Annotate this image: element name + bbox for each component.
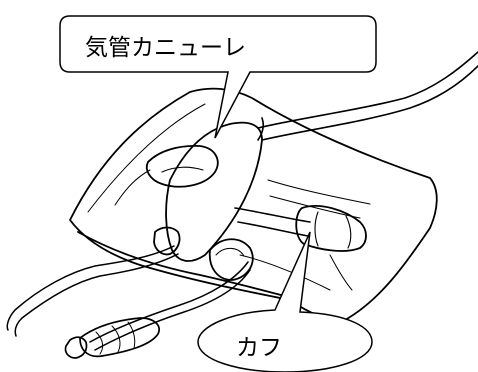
upper-tube <box>257 51 478 141</box>
callout-tracheal-cannula-text: 気管カニューレ <box>85 35 246 61</box>
base-pad <box>69 87 438 322</box>
callout-tracheal-cannula: 気管カニューレ <box>59 15 377 139</box>
callout-cuff-text: カフ <box>236 335 282 361</box>
cuff-balloon <box>295 205 367 291</box>
pilot-valve <box>64 317 160 359</box>
device-drawing <box>6 51 478 359</box>
callout-cuff: カフ <box>197 231 373 372</box>
callout-cuff-bubble <box>197 231 373 372</box>
callout-tracheal-cannula-bubble <box>59 15 377 139</box>
